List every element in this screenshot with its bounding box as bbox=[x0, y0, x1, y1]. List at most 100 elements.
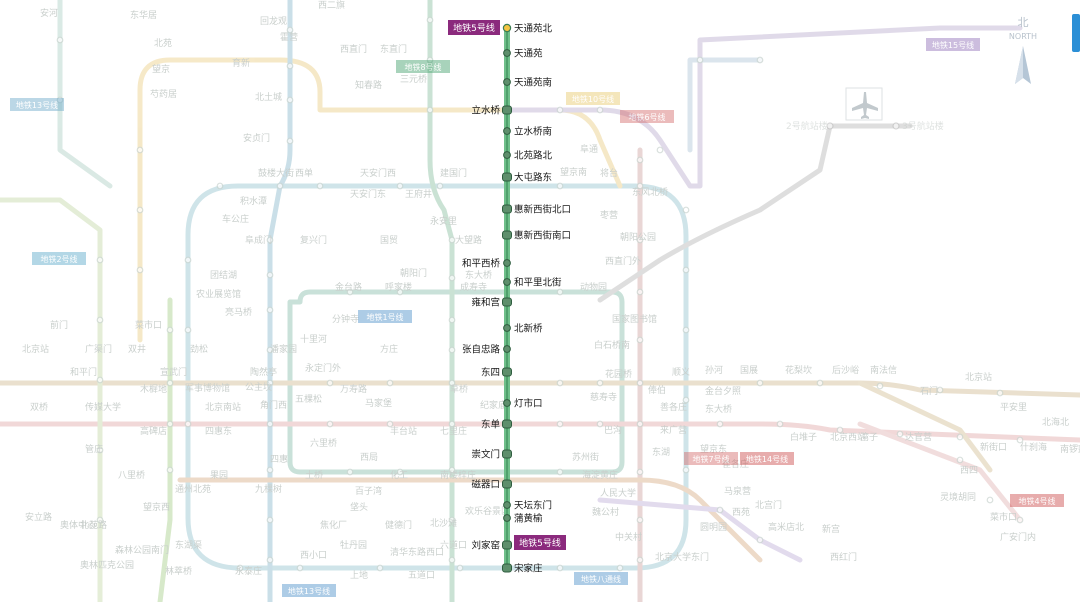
background-station-node bbox=[184, 256, 192, 264]
background-station-label: 知春路 bbox=[355, 79, 382, 91]
line5-station[interactable]: 蒲黄榆 bbox=[503, 513, 543, 525]
compass-en: NORTH bbox=[1009, 32, 1037, 41]
line5-station[interactable]: 北新桥 bbox=[503, 323, 543, 335]
station-label: 和平里北街 bbox=[514, 277, 562, 289]
line5-station[interactable]: 立水桥南 bbox=[503, 126, 552, 138]
background-station-label: 菜市口 bbox=[135, 319, 162, 331]
station-label: 立水桥南 bbox=[514, 126, 552, 138]
line5-station[interactable]: 天通苑北 bbox=[502, 23, 553, 35]
background-station-node bbox=[96, 316, 104, 324]
background-station-node bbox=[596, 379, 604, 387]
line5-station[interactable]: 张自忠路 bbox=[462, 344, 511, 356]
station-label: 天通苑北 bbox=[514, 23, 553, 35]
line5-station[interactable]: 天通苑南 bbox=[503, 77, 552, 89]
background-station-node bbox=[216, 182, 224, 190]
background-station-label: 孙河 bbox=[705, 364, 723, 376]
background-station-node bbox=[376, 564, 384, 572]
background-station-label: 什刹海 bbox=[1020, 441, 1047, 453]
line5-station[interactable]: 大屯路东 bbox=[502, 172, 553, 184]
background-station-node bbox=[596, 106, 604, 114]
line5-station[interactable]: 刘家窑 bbox=[471, 540, 512, 552]
background-station-label: 健德门 bbox=[385, 519, 412, 531]
line5-station[interactable]: 崇文门 bbox=[471, 449, 512, 461]
background-station-label: 广安门内 bbox=[1000, 531, 1036, 543]
background-station-node bbox=[756, 536, 764, 544]
background-station-label: 花梨坎 bbox=[785, 364, 812, 376]
line5-station[interactable]: 和平里北街 bbox=[503, 277, 562, 289]
background-station-node bbox=[556, 468, 564, 476]
background-station-node bbox=[296, 564, 304, 572]
station-node bbox=[503, 514, 511, 522]
background-station-label: 安贞门 bbox=[243, 132, 270, 144]
background-station-node bbox=[448, 516, 456, 524]
line-badge: 地铁6号线 bbox=[620, 110, 674, 123]
background-station-label: 金台夕照 bbox=[705, 385, 741, 397]
line-ne bbox=[687, 57, 763, 153]
line5-station[interactable]: 和平西桥 bbox=[462, 258, 511, 270]
background-station-node bbox=[636, 236, 644, 244]
background-station-label: 和平门 bbox=[70, 366, 97, 378]
station-node bbox=[503, 151, 511, 159]
background-station-label: 北京西站 bbox=[830, 431, 866, 443]
station-label: 大屯路东 bbox=[514, 172, 552, 184]
line5-station[interactable]: 惠新西街北口 bbox=[502, 204, 572, 216]
background-station-node bbox=[266, 306, 274, 314]
line5-station[interactable]: 天通苑 bbox=[503, 48, 543, 60]
background-station-label: 灵境胡同 bbox=[940, 491, 976, 503]
line5-station[interactable]: 立水桥 bbox=[471, 105, 512, 117]
background-station-label: 望京西 bbox=[143, 501, 170, 513]
line5-station[interactable]: 灯市口 bbox=[503, 398, 543, 410]
background-station-label: 善各庄 bbox=[660, 401, 687, 413]
line5-station[interactable]: 宋家庄 bbox=[502, 563, 544, 575]
background-station-label: 平安里 bbox=[1000, 401, 1027, 413]
background-station-label: 六道口 bbox=[440, 539, 467, 551]
background-station-label: 北京站 bbox=[22, 343, 49, 355]
line5-station[interactable]: 惠新西街南口 bbox=[502, 230, 572, 242]
line13 bbox=[137, 57, 623, 343]
background-station-label: 天安门东 bbox=[350, 188, 386, 200]
background-station-node bbox=[556, 106, 564, 114]
station-node bbox=[503, 278, 511, 286]
station-label: 磁器口 bbox=[471, 479, 500, 491]
background-station-node bbox=[426, 16, 434, 24]
svg-text:地铁八通线: 地铁八通线 bbox=[581, 574, 621, 584]
svg-text:地铁14号线: 地铁14号线 bbox=[746, 454, 788, 464]
background-station-label: 中关村 bbox=[615, 531, 642, 543]
background-station-label: 东华居 bbox=[130, 9, 157, 21]
line-badge: 地铁13号线 bbox=[10, 98, 64, 111]
line5-stations: 天通苑北天通苑天通苑南立水桥立水桥南北苑路北大屯路东惠新西街北口惠新西街南口和平… bbox=[462, 23, 571, 575]
line5-badge-bottom-bg bbox=[514, 535, 566, 550]
background-station-node bbox=[448, 379, 456, 387]
background-station-node bbox=[448, 420, 456, 428]
background-station-label: 新街口 bbox=[980, 441, 1007, 453]
background-station-label: 十里河 bbox=[300, 333, 327, 345]
background-station-node bbox=[448, 274, 456, 282]
background-station-label: 永安里 bbox=[430, 215, 457, 227]
background-station-label: 化工 bbox=[390, 469, 408, 481]
line5-station[interactable]: 东单 bbox=[481, 419, 512, 431]
background-station-node bbox=[556, 182, 564, 190]
line5-station[interactable]: 磁器口 bbox=[471, 479, 512, 491]
background-station-node bbox=[166, 466, 174, 474]
line5-station[interactable]: 东四 bbox=[481, 367, 512, 379]
background-station-node bbox=[682, 206, 690, 214]
background-station-label: 西单 bbox=[295, 167, 313, 179]
line5-station[interactable]: 天坛东门 bbox=[503, 500, 552, 512]
background-station-label: 朝阳公园 bbox=[620, 232, 656, 243]
line5-station[interactable]: 北苑路北 bbox=[503, 150, 553, 162]
background-station-label: 亮马桥 bbox=[225, 306, 252, 318]
background-station-label: 奥体中心 bbox=[60, 519, 96, 531]
airport-group: 2号航站楼 3号航站楼 bbox=[786, 87, 944, 132]
svg-text:地铁10号线: 地铁10号线 bbox=[572, 94, 614, 104]
background-station-node bbox=[448, 346, 456, 354]
transfer-node bbox=[502, 297, 512, 307]
background-station-node bbox=[636, 182, 644, 190]
background-station-label: 分钟寺 bbox=[332, 313, 359, 325]
line5-station[interactable]: 雍和宫 bbox=[471, 297, 512, 309]
background-station-node bbox=[448, 466, 456, 474]
background-station-label: 北京大学东门 bbox=[655, 551, 709, 563]
background-station-node bbox=[896, 430, 904, 438]
background-station-node bbox=[756, 56, 764, 64]
background-station-label: 北苑 bbox=[154, 37, 172, 49]
background-station-node bbox=[386, 420, 394, 428]
